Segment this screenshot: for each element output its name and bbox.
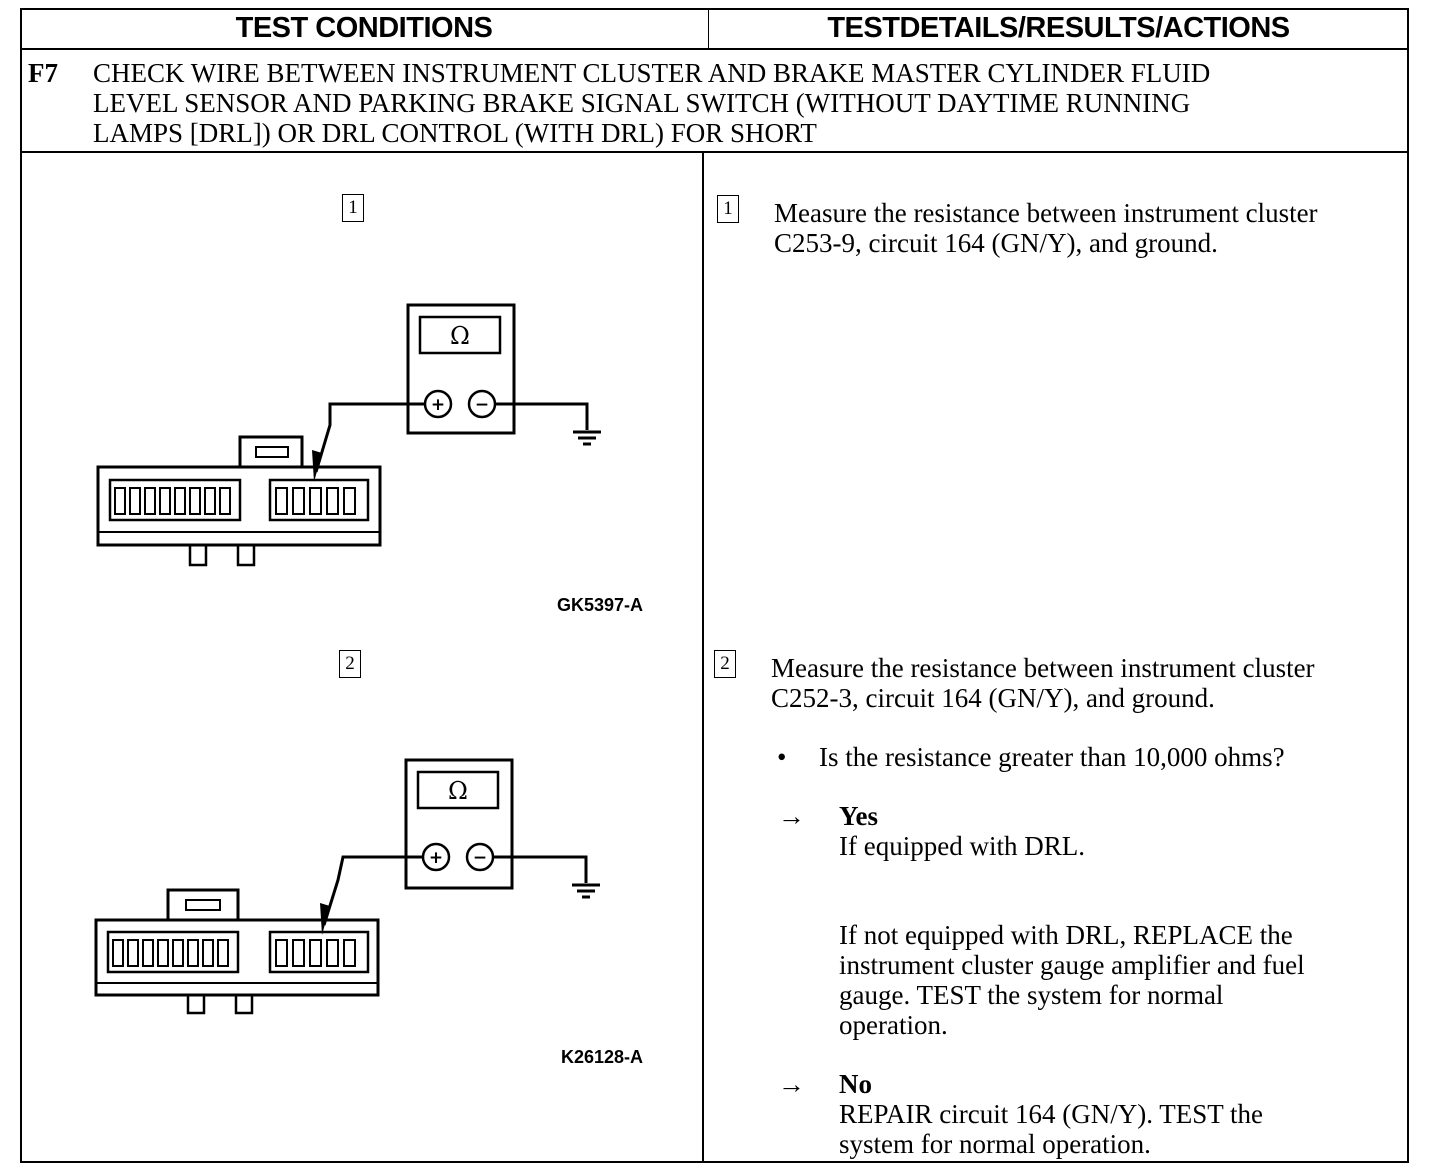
connector-latch-slot [255,446,289,458]
detail-2-number: 2 [714,650,736,678]
test-lead-negative [493,855,588,883]
figure-1-diagram: Ω + − [96,303,601,567]
ohmmeter-body [404,758,514,890]
connector-cavity-right [268,930,370,974]
detail-line: Measure the resistance between instrumen… [774,198,1318,228]
test-lead-positive [322,855,423,926]
plus-symbol: + [431,395,445,415]
no-action-line: REPAIR circuit 164 (GN/Y). TEST the [839,1099,1263,1129]
header-test-conditions: TEST CONDITIONS [235,11,493,44]
test-lead-positive [314,402,425,473]
header-test-details: TESTDETAILS/RESULTS/ACTIONS [827,11,1290,44]
step-header [20,50,1409,153]
ohm-symbol: Ω [448,777,468,805]
detail-1-text: Measure the resistance between instrumen… [774,198,1404,258]
ohmmeter-display [416,770,500,810]
header-divider [708,10,709,48]
connector-cavity-left [108,478,242,522]
connector-clip-left [188,545,208,567]
connector-cavity-left [106,930,240,974]
detail-line: C253-9, circuit 164 (GN/Y), and ground. [774,228,1218,258]
detail-line: Measure the resistance between instrumen… [771,653,1315,683]
connector-latch-slot [185,899,221,911]
yes-label: Yes [839,801,878,831]
plus-symbol: + [429,848,443,868]
step-title-line: CHECK WIRE BETWEEN INSTRUMENT CLUSTER AN… [93,58,1211,88]
step-title-line: LAMPS [DRL]) OR DRL CONTROL (WITH DRL) F… [93,118,817,148]
connector-latch [166,888,240,922]
ohmmeter-display [418,315,502,355]
yes-action: If not equipped with DRL, REPLACE the in… [839,920,1399,1040]
figure-1-id: GK5397-A [557,595,644,615]
test-probe-tip [312,450,322,482]
ohmmeter-body [406,303,516,435]
yes-arrow: → [778,801,805,831]
test-lead-negative [495,402,589,430]
yes-action-line: operation. [839,1010,948,1040]
no-action-line: system for normal operation. [839,1129,1151,1159]
table-header: TEST CONDITIONS TESTDETAILS/RESULTS/ACTI… [20,8,1409,50]
yes-action-line: gauge. TEST the system for normal [839,980,1224,1010]
step-id: F7 [28,58,58,88]
table-frame [20,8,1409,1163]
minus-symbol: − [473,848,487,868]
column-divider [702,153,704,1163]
connector-clip-left [186,995,206,1015]
figure-2-diagram: Ω + − [94,758,600,1015]
connector-cavity-right [268,478,370,522]
yes-line: If equipped with DRL. [839,831,1085,861]
figure-2-number: 2 [339,650,361,678]
connector-latch [238,435,304,469]
no-arrow: → [778,1069,805,1099]
question-text: Is the resistance greater than 10,000 oh… [819,742,1285,772]
yes-action-line: If not equipped with DRL, REPLACE the [839,920,1293,950]
test-probe-tip [320,903,330,935]
figure-1-number: 1 [342,194,364,222]
step-title: CHECK WIRE BETWEEN INSTRUMENT CLUSTER AN… [93,58,1393,148]
no-label: No [839,1069,872,1099]
detail-line: C252-3, circuit 164 (GN/Y), and ground. [771,683,1215,713]
minus-symbol: − [475,395,489,415]
no-action: REPAIR circuit 164 (GN/Y). TEST the syst… [839,1099,1399,1159]
ohm-symbol: Ω [450,322,470,350]
connector-clip-right [234,995,254,1015]
detail-1-number: 1 [717,195,739,223]
figure-2-id: K26128-A [561,1047,644,1067]
detail-2-text: Measure the resistance between instrumen… [771,653,1403,713]
yes-action-line: instrument cluster gauge amplifier and f… [839,950,1305,980]
question-bullet: • [777,742,787,772]
step-title-line: LEVEL SENSOR AND PARKING BRAKE SIGNAL SW… [93,88,1191,118]
connector-clip-right [236,545,256,567]
